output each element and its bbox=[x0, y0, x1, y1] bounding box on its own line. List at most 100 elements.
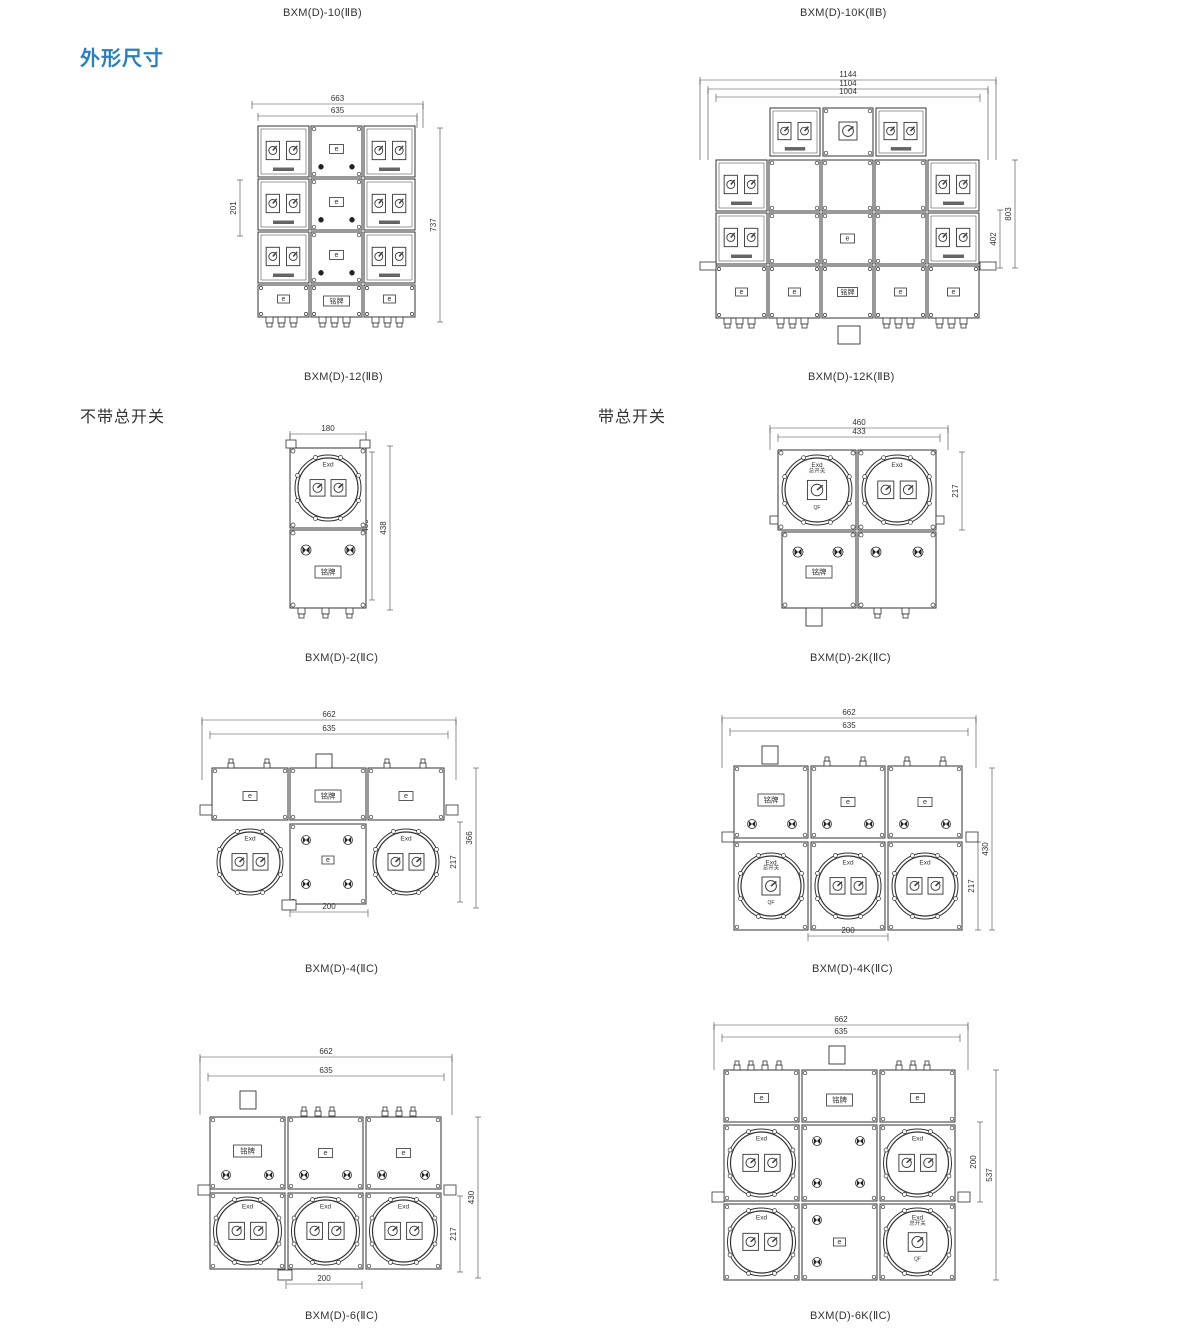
bolt bbox=[880, 1116, 886, 1122]
cable-gland bbox=[903, 760, 911, 767]
qf-label: QF bbox=[768, 900, 775, 906]
breaker-lever bbox=[913, 881, 920, 887]
bolt bbox=[360, 814, 366, 820]
ex-e-mark bbox=[840, 233, 855, 244]
flange-bolt bbox=[756, 853, 761, 858]
breaker-lever bbox=[378, 145, 384, 152]
breaker-lever bbox=[942, 232, 948, 239]
bolt bbox=[815, 313, 819, 317]
bolt bbox=[920, 213, 926, 219]
mounting-lug bbox=[979, 261, 997, 271]
ex-e-mark bbox=[947, 287, 960, 297]
bolt bbox=[880, 1274, 886, 1280]
flange-bolt bbox=[235, 829, 240, 834]
nameplate bbox=[314, 565, 342, 579]
bolt bbox=[956, 766, 962, 772]
bolt bbox=[356, 224, 362, 230]
ex-e-mark bbox=[398, 791, 414, 801]
mounting-lug bbox=[711, 1191, 725, 1203]
bolt bbox=[724, 1116, 730, 1122]
dimension-label: 1144 bbox=[839, 70, 857, 79]
bolt bbox=[368, 768, 374, 774]
indicator-lamp-mark bbox=[794, 548, 802, 556]
bolt bbox=[438, 768, 444, 774]
breaker-lever bbox=[236, 1225, 242, 1232]
bolt bbox=[734, 842, 740, 848]
flange-bolt bbox=[235, 890, 240, 895]
flange-bolt bbox=[883, 1173, 889, 1179]
exd-label: Exd bbox=[811, 462, 823, 469]
flange-bolt bbox=[434, 847, 439, 852]
breaker-lever bbox=[392, 1225, 398, 1232]
ex-e-label: e bbox=[335, 144, 339, 153]
caption-bxm-6k: BXM(D)-6K(ⅡC) bbox=[810, 1310, 891, 1322]
dimension-label: 662 bbox=[322, 710, 336, 719]
bolt bbox=[311, 232, 317, 238]
breaker-lever bbox=[259, 857, 266, 863]
indicator-lamp-mark bbox=[834, 548, 842, 556]
indicator-lamp-mark bbox=[856, 1137, 864, 1145]
flange-bolt bbox=[928, 1129, 933, 1134]
bolt bbox=[802, 1195, 808, 1201]
breaker-lever bbox=[292, 198, 298, 205]
bolt bbox=[802, 924, 808, 930]
flange-bolt bbox=[772, 1208, 777, 1213]
ex-e-mark bbox=[329, 250, 344, 260]
flange-bolt bbox=[388, 1260, 393, 1265]
breaker-lever bbox=[292, 251, 298, 258]
cable-gland-nut bbox=[902, 613, 909, 619]
indicator-lamp bbox=[318, 270, 324, 276]
bolt bbox=[360, 522, 366, 528]
cable-gland bbox=[297, 607, 306, 615]
cable-gland bbox=[895, 1064, 903, 1071]
cable-gland bbox=[395, 316, 404, 324]
breaker-lever bbox=[398, 251, 404, 258]
nameplate bbox=[757, 793, 785, 807]
bolt bbox=[814, 205, 820, 211]
indicator-lamp-mark bbox=[942, 820, 950, 828]
bolt bbox=[762, 313, 766, 317]
breaker-lever bbox=[771, 1236, 778, 1243]
breaker-lever bbox=[916, 1236, 924, 1243]
nameplate-label: 铭牌 bbox=[832, 1094, 847, 1104]
bolt bbox=[949, 1125, 955, 1131]
cable-gland bbox=[909, 1064, 917, 1071]
exd-window bbox=[297, 457, 359, 519]
flange-bolt bbox=[276, 1241, 282, 1247]
dimension-label: 217 bbox=[951, 484, 960, 498]
ex-e-label: e bbox=[899, 289, 903, 296]
bolt bbox=[734, 924, 740, 930]
exd-label: Exd bbox=[756, 1215, 768, 1222]
exd-window bbox=[371, 1199, 436, 1263]
flange-bolt bbox=[883, 1147, 889, 1153]
cable-gland-nut bbox=[228, 758, 234, 764]
mounting-lug bbox=[359, 439, 371, 449]
mounting-lug bbox=[277, 1269, 293, 1281]
flange-bolt bbox=[953, 896, 958, 901]
ex-e-label: e bbox=[402, 1148, 406, 1157]
cable-gland-nut bbox=[278, 322, 285, 328]
bolt bbox=[311, 224, 317, 230]
bolt bbox=[357, 1117, 363, 1123]
cable-gland bbox=[788, 317, 797, 325]
bolt bbox=[279, 1117, 285, 1123]
breaker-lever bbox=[816, 484, 824, 491]
cable-gland bbox=[409, 1110, 417, 1117]
breaker-lever bbox=[907, 484, 914, 491]
bolt bbox=[210, 1193, 216, 1199]
mounting-lug bbox=[769, 515, 779, 525]
bolt bbox=[850, 450, 856, 456]
nameplate-label: 铭牌 bbox=[240, 1145, 255, 1155]
bolt bbox=[811, 832, 817, 838]
flange-bolt bbox=[782, 474, 788, 479]
caption-bxm-2: BXM(D)-2(ⅡC) bbox=[305, 652, 379, 664]
breaker-lever bbox=[316, 483, 323, 489]
ex-e-mark bbox=[329, 144, 344, 154]
dimension-label: 635 bbox=[331, 106, 345, 115]
flange-bolt bbox=[217, 872, 222, 877]
indicator-lamp-mark bbox=[265, 1171, 273, 1179]
bolt bbox=[880, 1204, 886, 1210]
flange-bolt bbox=[858, 853, 863, 858]
flange-bolt bbox=[935, 853, 940, 858]
caption-bxm-12: BXM(D)-12(ⅡB) bbox=[304, 371, 383, 383]
